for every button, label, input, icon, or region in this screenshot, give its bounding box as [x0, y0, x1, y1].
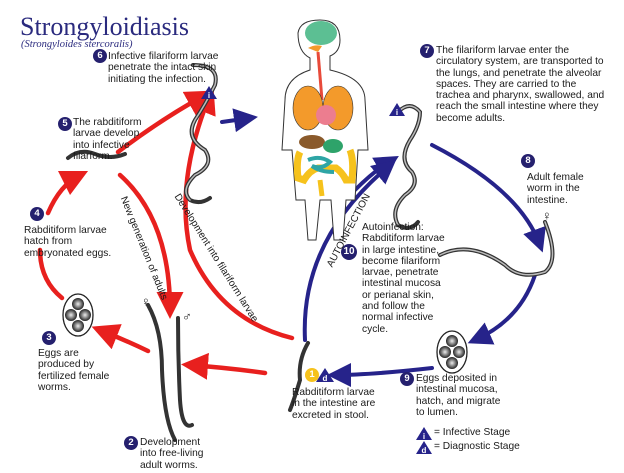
- step-6-text: Infective filariform larvae penetrate th…: [108, 51, 219, 85]
- step-4-badge: 4: [30, 207, 44, 221]
- infective-symbol: i: [208, 91, 210, 100]
- arrow-new-generation: [117, 172, 184, 319]
- step-8-text: Adult female worm in the intestine.: [527, 172, 584, 206]
- male-symbol: ♂: [182, 309, 192, 324]
- step-3-text: Eggs are produced by fertilized female w…: [38, 348, 110, 393]
- arrow-4-to-5: [45, 170, 89, 216]
- step-1-text: Rabditiform larvae in the intestine are …: [292, 387, 376, 421]
- human-host-figure: [281, 19, 369, 241]
- arrow-8-to-9: [467, 273, 537, 345]
- filariform-larva-6: [184, 63, 218, 205]
- male-free-living-worm: [176, 316, 194, 428]
- legend-infective-triangle: [416, 427, 432, 440]
- adult-female-worm-8: [438, 220, 555, 277]
- diagnostic-stage-triangle-1: [316, 368, 334, 382]
- step-7-text: The filariform larvae enter the circulat…: [436, 45, 605, 124]
- infective-stage-triangle-6: [201, 86, 217, 99]
- step-5-badge: 5: [58, 117, 72, 131]
- diagnostic-symbol: d: [323, 374, 328, 383]
- arrow-9-to-1: [327, 362, 434, 387]
- legend-infective-label: = Infective Stage: [434, 427, 511, 438]
- female-symbol: ♀: [141, 294, 151, 309]
- female-free-living-worm: [146, 303, 177, 442]
- arrow-3-to-4: [37, 247, 65, 301]
- diagram-title: Strongyloidiasis: [20, 12, 190, 41]
- step-1-badge: 1: [305, 368, 319, 382]
- legend-diagnostic-label: = Diagnostic Stage: [434, 441, 520, 452]
- female-symbol-adult: ♀: [542, 208, 552, 223]
- legend-diagnostic-symbol: d: [422, 446, 427, 455]
- arrow-development-filariform: [183, 86, 295, 341]
- step-6-badge: 6: [93, 49, 107, 63]
- rhabditiform-larva-1: [288, 341, 310, 412]
- egg-9: [436, 330, 468, 374]
- step-4-text: Rabditiform larvae hatch from embryonate…: [24, 225, 112, 259]
- diagram-subtitle: (Strongyloides stercoralis): [21, 39, 133, 50]
- step-8-badge: 8: [521, 154, 535, 168]
- arrow-6-to-host: [220, 108, 258, 133]
- step-5-text: The rabditiform larvae develop into infe…: [73, 117, 142, 162]
- legend-infective-symbol: i: [423, 432, 425, 441]
- step-9-text: Eggs deposited in intestinal mucosa, hat…: [416, 373, 501, 418]
- infective-stage-triangle-7: [389, 103, 405, 116]
- arrow-1-to-2: [181, 352, 268, 380]
- infective-symbol: i: [396, 108, 398, 117]
- step-9-badge: 9: [400, 372, 414, 386]
- step-7-badge: 7: [420, 44, 434, 58]
- arrow-autoinfection: [302, 159, 397, 342]
- step-10-badge: 10: [341, 244, 357, 260]
- legend-diagnostic: = Diagnostic Stage: [434, 441, 520, 452]
- arrow-7-to-8: [430, 143, 546, 253]
- arrow-2-to-3: [91, 324, 151, 354]
- rhabditiform-larva-5: [66, 149, 127, 160]
- legend-diagnostic-triangle: [416, 441, 432, 454]
- step-10-text: Autoinfection: Rabditiform larvae in lar…: [362, 222, 445, 335]
- arrow-host-to-7: [353, 155, 399, 192]
- step-3-badge: 3: [42, 331, 56, 345]
- egg-3: [62, 293, 94, 337]
- step-2-text: Development into free-living adult worms…: [140, 437, 204, 471]
- step-2-badge: 2: [124, 436, 138, 450]
- legend-infective: = Infective Stage: [434, 427, 510, 438]
